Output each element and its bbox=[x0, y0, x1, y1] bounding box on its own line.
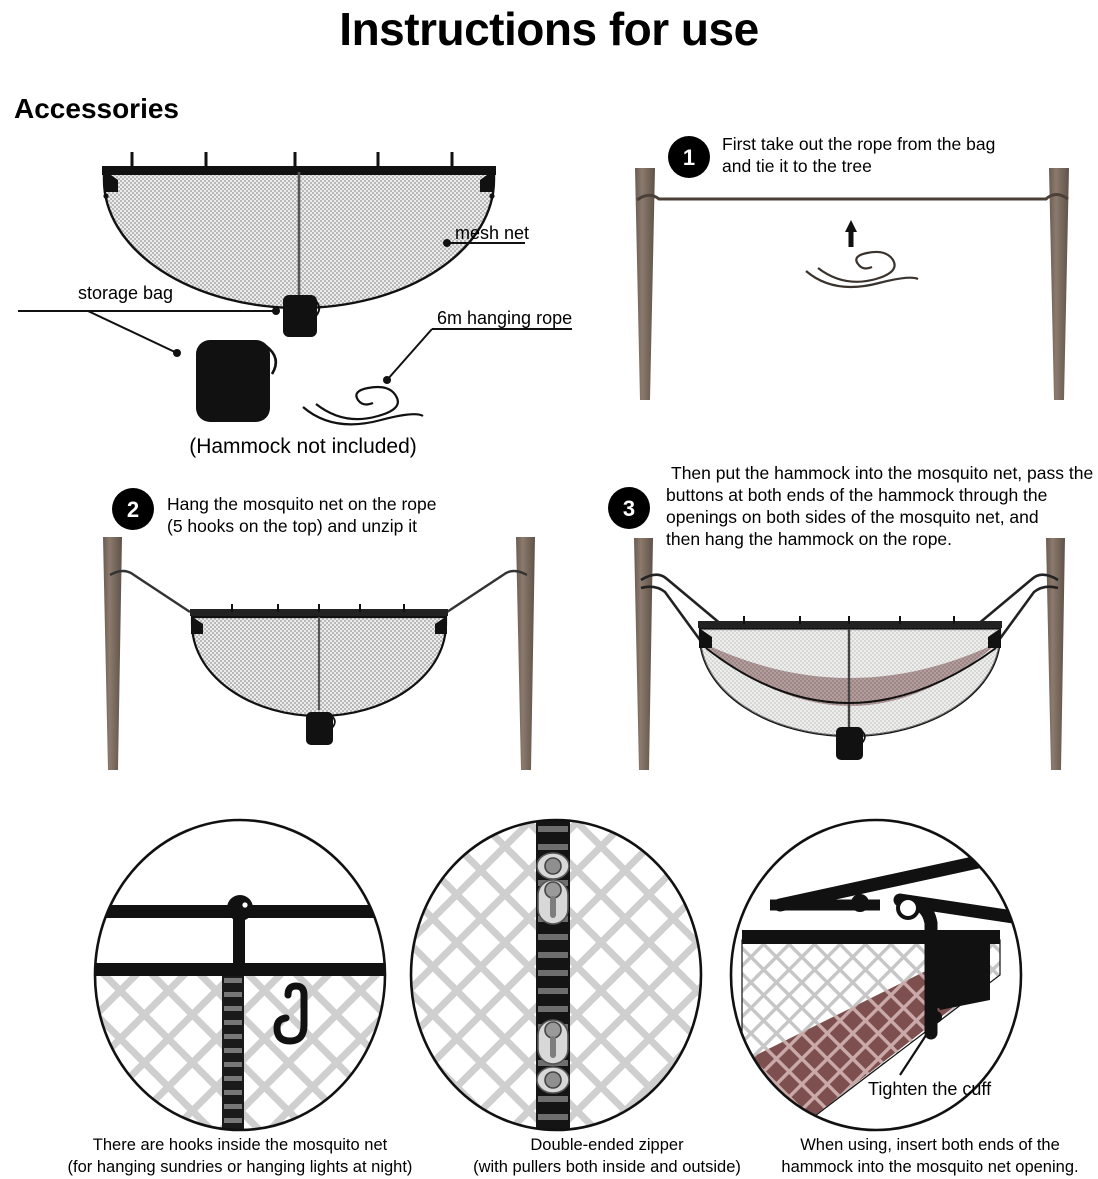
detail-hook-circle-outline bbox=[93, 818, 387, 1132]
storage-bag-drawstring bbox=[265, 344, 278, 375]
caption-cuff-line-2: hammock into the mosquito net opening. bbox=[781, 1158, 1078, 1176]
step-2-rope-right bbox=[446, 569, 528, 614]
net-loop-right bbox=[489, 193, 495, 199]
zipper-puller-upper bbox=[537, 879, 569, 925]
net-end-cap-right bbox=[480, 170, 494, 192]
step-3-line-1: Then put the hammock into the mosquito n… bbox=[671, 463, 1093, 483]
step-3-line-3: openings on both sides of the mosquito n… bbox=[666, 507, 1039, 527]
step-3-cap-right bbox=[988, 628, 1001, 648]
label-storage-bag: storage bag bbox=[78, 283, 173, 303]
detail-zipper-circle-outline bbox=[409, 818, 703, 1132]
step-3-rope-left-upper bbox=[640, 573, 723, 626]
step-1-number: 1 bbox=[683, 145, 695, 170]
step-3-tree-right bbox=[1046, 538, 1065, 770]
caption-zipper-line-2: (with pullers both inside and outside) bbox=[473, 1158, 741, 1176]
step-2-net-hooks bbox=[231, 604, 405, 612]
accessories-diagram: mesh net storage bag 6m hanging rope (Ha… bbox=[18, 152, 572, 458]
detail-cuff-circle-outline bbox=[729, 818, 1023, 1132]
section-heading-accessories: Accessories bbox=[14, 93, 179, 124]
step-2-pouch-drawstring bbox=[328, 713, 336, 729]
step-3-pouch-drawstring bbox=[858, 728, 866, 744]
step-1-rope bbox=[636, 193, 1069, 202]
step-1-line-2: and tie it to the tree bbox=[722, 156, 872, 176]
step-2-tree-left bbox=[103, 537, 122, 770]
step-3-line-2: buttons at both ends of the hammock thro… bbox=[666, 485, 1047, 505]
detail-hook-circle bbox=[93, 818, 387, 1132]
step-1-badge bbox=[668, 136, 710, 178]
step-3-number: 3 bbox=[623, 496, 635, 521]
step-1-arrow-up-icon bbox=[845, 220, 857, 247]
step-2-line-2: (5 hooks on the top) and unzip it bbox=[167, 516, 417, 536]
storage-bag-graphic bbox=[196, 340, 270, 422]
step-2-cap-right bbox=[435, 616, 447, 634]
detail-cuff-circle: Tighten the cuff bbox=[729, 818, 1023, 1132]
attached-pouch bbox=[283, 295, 317, 337]
step-3-support-strap bbox=[705, 647, 997, 704]
net-hooks bbox=[130, 152, 454, 166]
step-1-panel: 1 First take out the rope from the bag a… bbox=[635, 134, 1069, 400]
step-1-tree-left bbox=[635, 168, 655, 400]
step-3-tree-left bbox=[634, 538, 653, 770]
step-1-line-1: First take out the rope from the bag bbox=[722, 134, 995, 154]
detail-zipper-circle bbox=[409, 818, 703, 1132]
step-3-net-ridge-bar bbox=[698, 621, 1002, 628]
coiled-rope-graphic bbox=[302, 385, 424, 426]
leader-mesh-net bbox=[443, 239, 525, 247]
net-loop-left bbox=[103, 193, 109, 199]
page-title: Instructions for use bbox=[339, 3, 758, 55]
step-2-panel: 2 Hang the mosquito net on the rope (5 h… bbox=[103, 488, 535, 770]
step-2-tree-right bbox=[516, 537, 535, 770]
caption-hook-line-1: There are hooks inside the mosquito net bbox=[93, 1136, 388, 1154]
step-1-tree-right bbox=[1049, 168, 1069, 400]
step-3-rope-right-lower bbox=[997, 585, 1059, 641]
label-hammock-not-included: (Hammock not included) bbox=[189, 435, 417, 458]
step-3-pouch bbox=[836, 727, 863, 760]
step-3-line-4: then hang the hammock on the rope. bbox=[666, 529, 952, 549]
zipper-puller-lower bbox=[537, 1019, 569, 1065]
step-3-panel: 3 Then put the hammock into the mosquito… bbox=[608, 463, 1093, 770]
detail-captions: There are hooks inside the mosquito net … bbox=[68, 1136, 1079, 1176]
step-3-badge bbox=[608, 487, 650, 529]
step-2-rope-left bbox=[109, 569, 191, 614]
step-3-cap-left bbox=[699, 628, 712, 648]
zipper-stop-bottom bbox=[536, 1066, 570, 1094]
label-mesh-net: mesh net bbox=[455, 223, 529, 243]
label-hanging-rope: 6m hanging rope bbox=[437, 308, 572, 328]
step-2-badge bbox=[112, 488, 154, 530]
step-3-rope-right-upper bbox=[976, 573, 1059, 626]
label-tighten-the-cuff: Tighten the cuff bbox=[868, 1079, 992, 1099]
zipper-stop-top bbox=[536, 852, 570, 880]
leader-hanging-rope bbox=[383, 328, 572, 384]
net-ridge-bar bbox=[102, 166, 496, 175]
step-3-rope-left-lower bbox=[640, 585, 702, 641]
caption-zipper-line-1: Double-ended zipper bbox=[530, 1136, 684, 1154]
caption-cuff-line-1: When using, insert both ends of the bbox=[800, 1136, 1060, 1154]
step-3-net-hooks bbox=[743, 616, 955, 624]
step-2-number: 2 bbox=[127, 497, 139, 522]
step-2-line-1: Hang the mosquito net on the rope bbox=[167, 494, 437, 514]
leader-storage-bag bbox=[18, 307, 280, 357]
step-2-pouch bbox=[306, 712, 333, 745]
step-1-coiled-rope bbox=[805, 250, 919, 289]
caption-hook-line-2: (for hanging sundries or hanging lights … bbox=[68, 1158, 413, 1176]
step-2-cap-left bbox=[191, 616, 203, 634]
step-2-net-ridge-bar bbox=[190, 609, 448, 616]
pouch-drawstring bbox=[311, 297, 321, 317]
net-end-cap-left bbox=[104, 170, 118, 192]
